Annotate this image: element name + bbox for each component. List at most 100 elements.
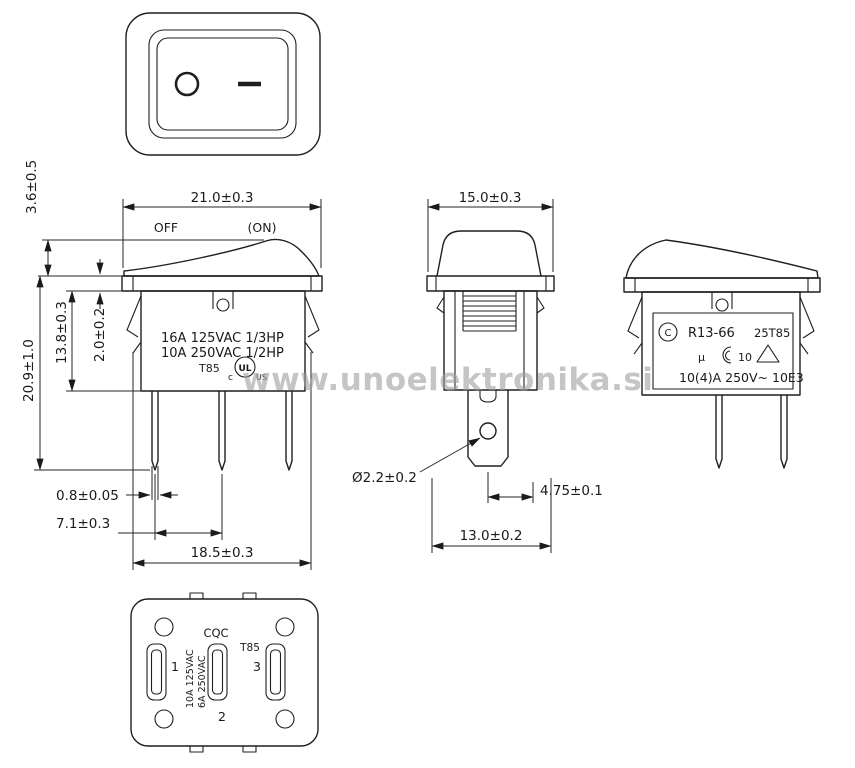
front-view-dimensions: 21.0±0.3 OFF (ON) 3.6±0.5 20.9±1.0 13.8±… — [21, 160, 322, 570]
mounting-clip-right — [304, 295, 320, 338]
terminal-slot-3 — [265, 643, 286, 701]
slot-inner — [150, 649, 163, 695]
bezel-outline — [148, 29, 297, 139]
dim-pin-pitch-label: 7.1±0.3 — [56, 516, 110, 532]
ccc-mark-icon — [722, 346, 732, 364]
dim-pin-offset-label: 4.75±0.1 — [540, 483, 603, 499]
t85-marking: T85 — [239, 642, 260, 654]
mu-marking: μ — [698, 351, 705, 364]
dim-mount-width-label: 18.5±0.3 — [191, 545, 254, 561]
bottom-rating-2: 6A 250VAC — [197, 655, 208, 708]
clip-barb-right — [536, 296, 545, 314]
ccc-inner-arc — [725, 350, 731, 361]
ul-c-text: c — [228, 373, 233, 383]
terminal-notch — [479, 390, 497, 403]
t85-marking: T85 — [198, 362, 220, 375]
dim-rocker-height-label: 3.6±0.5 — [24, 160, 40, 214]
rocker-outline — [156, 37, 289, 131]
dim-width-label: 15.0±0.3 — [459, 190, 522, 206]
terminal-pin-right — [780, 395, 788, 469]
dim-body-height-label: 13.8±0.3 — [54, 301, 70, 364]
dim-total-height-label: 20.9±1.0 — [21, 339, 37, 402]
slot-inner — [211, 649, 224, 695]
leader-line — [419, 437, 481, 473]
enclosure-mark-text: C — [665, 328, 672, 339]
side-view — [426, 230, 555, 467]
ul-mark-text: UL — [238, 364, 251, 374]
label-on: (ON) — [248, 220, 277, 235]
detail-line — [633, 342, 643, 355]
vde-triangle-icon — [756, 344, 780, 363]
corner-hole-icon — [154, 709, 174, 729]
center-terminal — [467, 390, 509, 467]
val-10-marking: 10 — [738, 351, 752, 364]
front-view: 16A 125VAC 1/3HP 10A 250VAC 1/2HP T85 UL… — [121, 238, 323, 471]
dim-flange-thickness-label: 2.0±0.2 — [92, 308, 108, 362]
detail-line — [304, 341, 314, 354]
terminal-pin-1 — [151, 391, 159, 471]
terminal-pin-left — [715, 395, 723, 469]
edge-tab — [242, 746, 257, 753]
terminal-pin-2 — [218, 391, 226, 471]
top-view — [125, 12, 321, 156]
rocker-actuator-profile — [625, 239, 819, 279]
off-symbol-icon — [174, 71, 200, 97]
enclosure-mark-icon — [658, 322, 678, 342]
outline — [125, 12, 321, 156]
dim-mount-width-label: 13.0±0.2 — [460, 528, 523, 544]
edge-tab — [189, 592, 204, 599]
flange-profile — [623, 277, 821, 293]
edge-tab — [242, 592, 257, 599]
rocker-actuator-side — [436, 230, 542, 277]
corner-hole-icon — [154, 617, 174, 637]
flange — [121, 275, 323, 292]
slot-inner — [269, 649, 282, 695]
rib-lines — [463, 295, 516, 327]
terminal-pin-3 — [285, 391, 293, 471]
spec-marking: 25T85 — [754, 326, 790, 340]
flange-side — [426, 275, 555, 292]
watermark: www.unoelektronika.si — [242, 362, 653, 398]
slot-outline — [265, 643, 286, 701]
pivot-icon — [216, 298, 230, 312]
rating-line-1: 16A 125VAC 1/3HP — [161, 331, 284, 346]
slot-outline — [207, 643, 228, 701]
slot-outline — [146, 643, 167, 701]
rating-marking: 10(4)A 250V~ 10E3 — [679, 370, 804, 385]
dim-width-label: 21.0±0.3 — [191, 190, 254, 206]
terminal-2-label: 2 — [218, 709, 226, 724]
corner-hole-icon — [275, 617, 295, 637]
switch-body — [140, 290, 306, 392]
label-off: OFF — [154, 220, 178, 235]
ul-mark-icon — [234, 356, 256, 378]
rating-line-2: 10A 250VAC 1/2HP — [161, 346, 284, 361]
model-marking: R13-66 — [688, 326, 735, 341]
dim-hole-label: Ø2.2±0.2 — [352, 470, 417, 486]
terminal-1-label: 1 — [171, 659, 179, 674]
dim-pin-thickness-label: 0.8±0.05 — [56, 488, 119, 504]
ul-us-text: US — [256, 373, 267, 382]
mounting-clip-left — [627, 296, 643, 339]
cqc-marking: CQC — [203, 626, 228, 640]
detail-line — [799, 342, 809, 355]
label-panel — [652, 312, 794, 390]
detail-line — [132, 341, 142, 354]
terminal-hole-icon — [479, 422, 497, 440]
profile-view: C R13-66 25T85 μ 10 10(4)A 250V~ 10E3 — [623, 239, 821, 469]
terminal-slot-2 — [207, 643, 228, 701]
bottom-rating-1: 10A 125VAC — [185, 649, 196, 708]
bottom-view: CQC T85 1 2 3 10A 125VAC 6A 250VAC — [130, 592, 319, 753]
mounting-clip-right — [799, 296, 815, 339]
pivot-icon — [715, 298, 729, 312]
edge-tab — [189, 746, 204, 753]
terminal-slot-1 — [146, 643, 167, 701]
side-view-dimensions: 15.0±0.3 Ø2.2±0.2 4.75±0.1 13.0±0.2 — [352, 190, 603, 553]
terminal-3-label: 3 — [253, 659, 261, 674]
outline — [130, 598, 319, 747]
clip-barb-left — [436, 296, 445, 314]
corner-hole-icon — [275, 709, 295, 729]
rocker-actuator — [123, 238, 320, 277]
body-side — [443, 290, 538, 391]
